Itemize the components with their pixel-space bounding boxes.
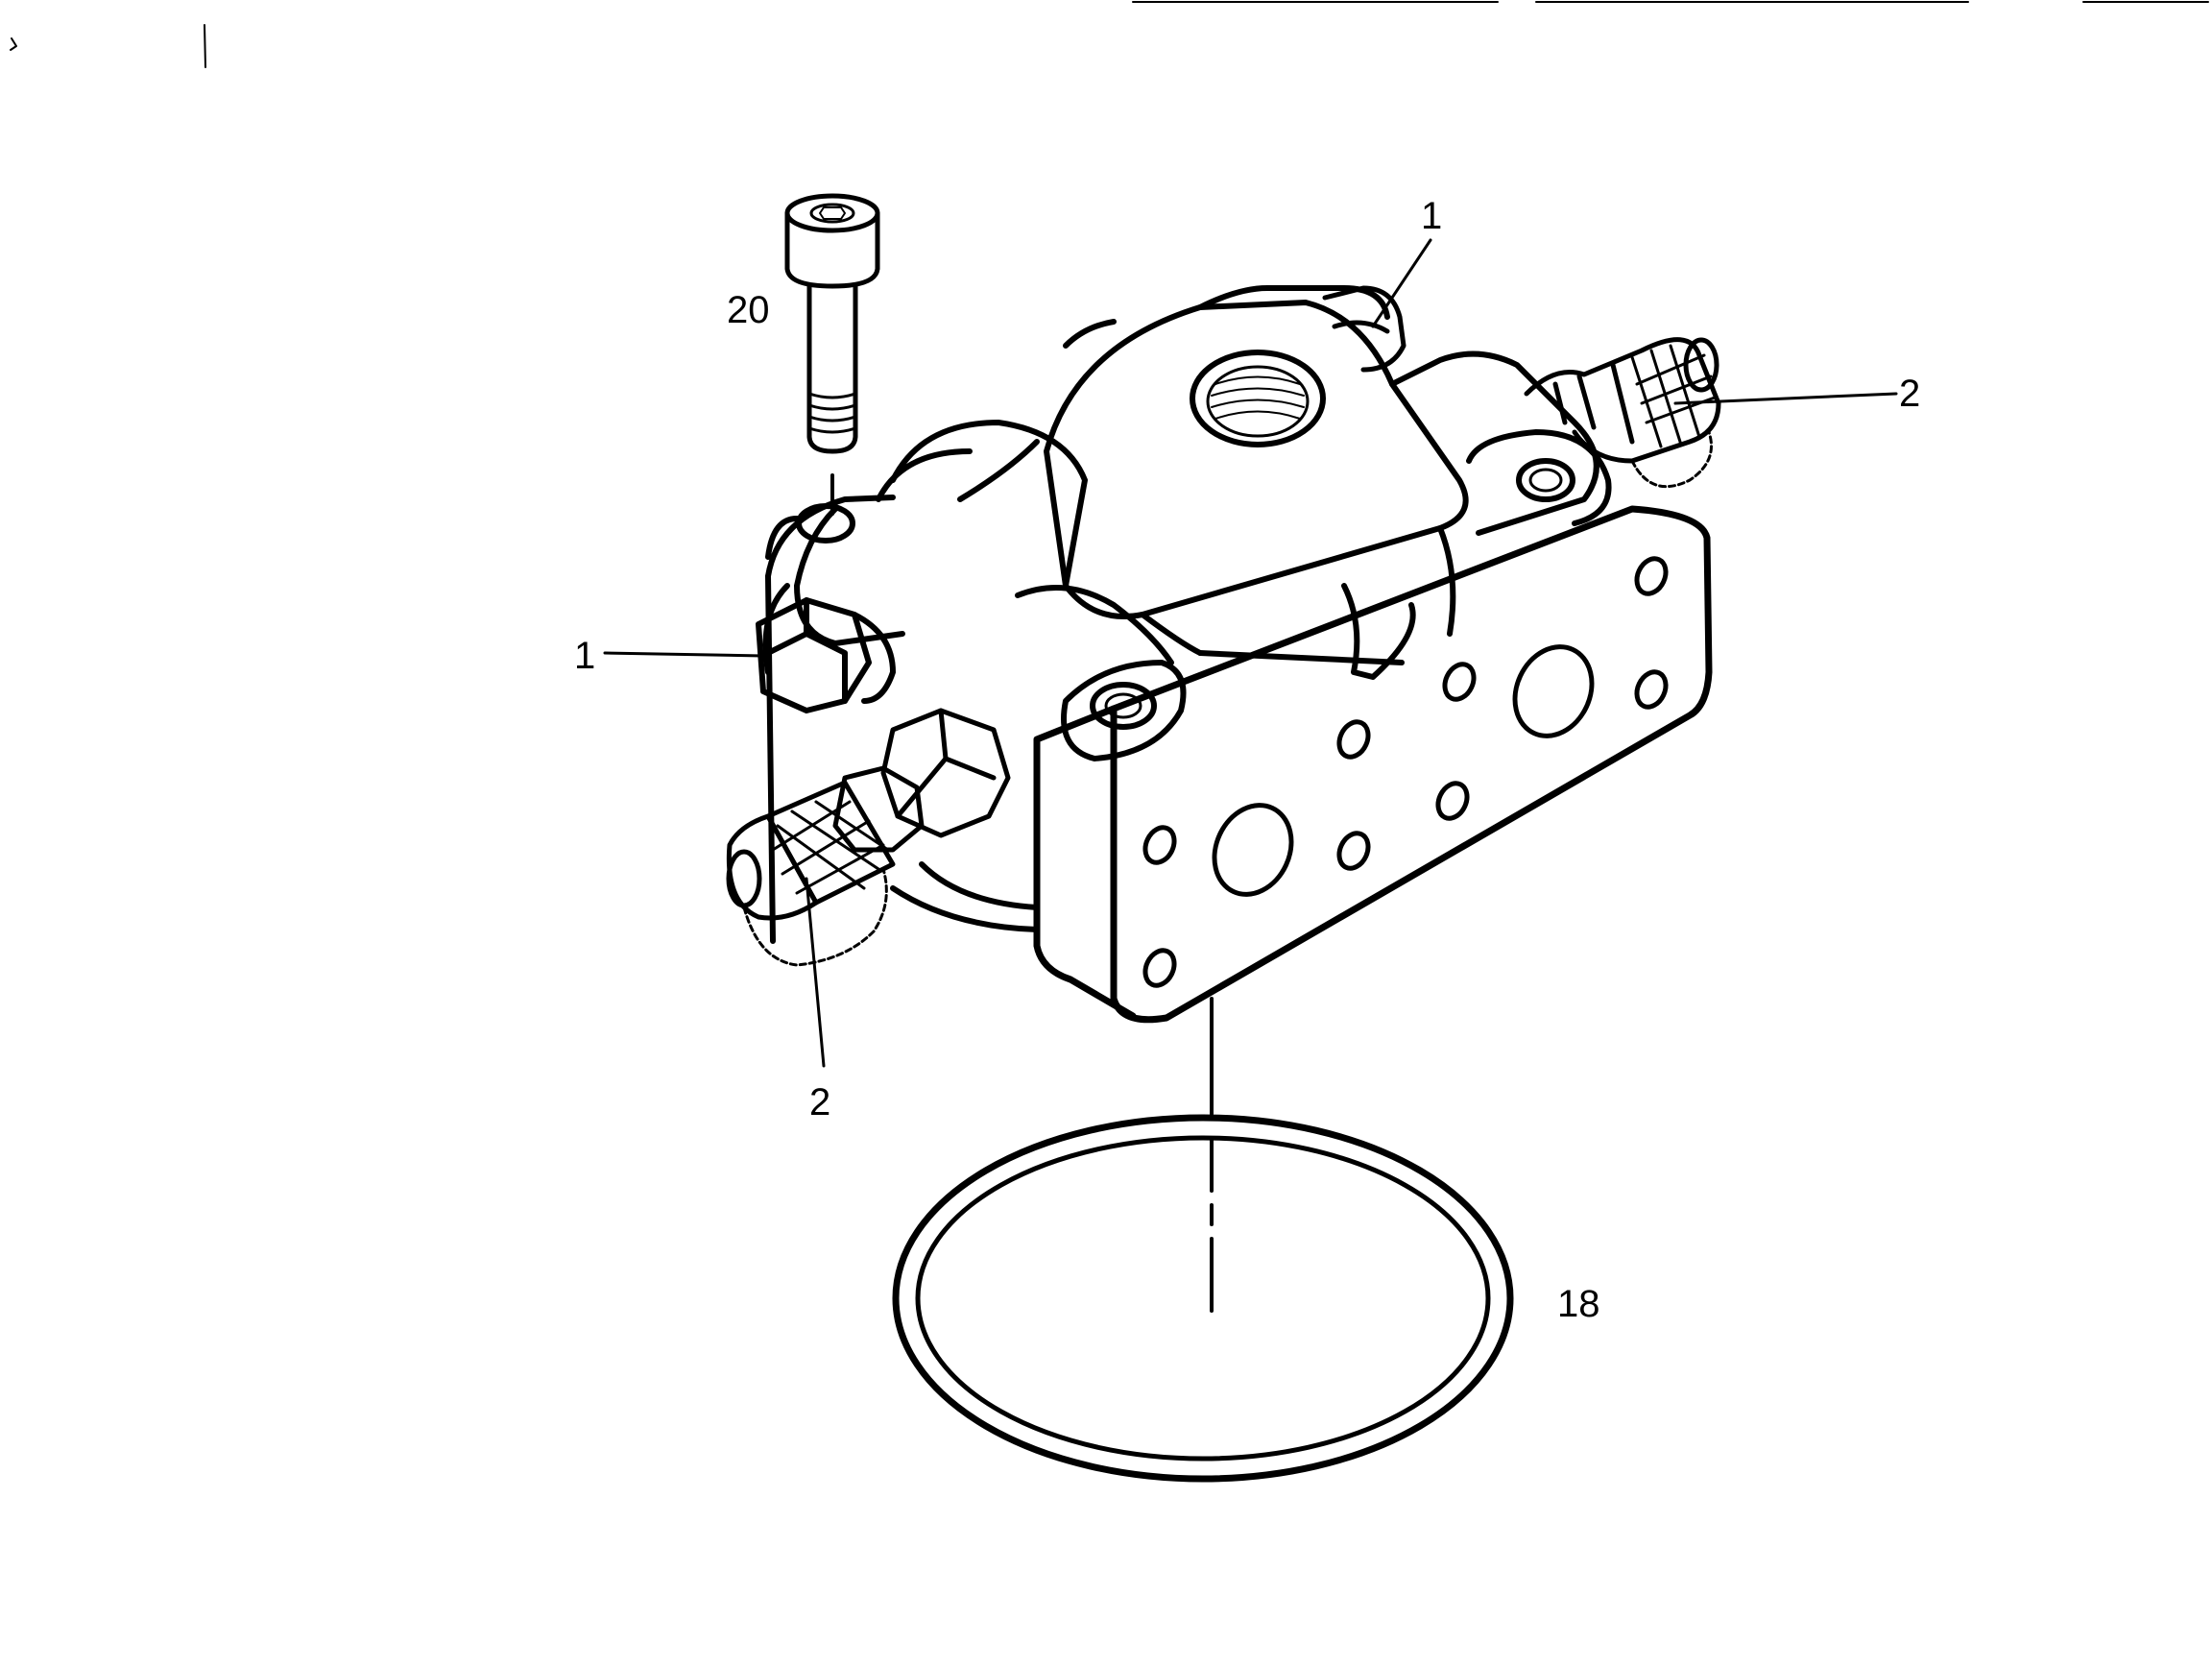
callout-label-seal-ring: 18 (1557, 1283, 1600, 1325)
callout-label-coupler-right: 2 (1899, 373, 1921, 415)
left-cylinder-housing (762, 420, 1088, 675)
scan-border-marks (10, 1, 2209, 68)
quick-coupler-left (726, 708, 1011, 967)
callout-label-coupler-bottom: 2 (809, 1081, 831, 1123)
callout-label-bolt: 20 (727, 289, 770, 331)
o-ring-seal (892, 1114, 1514, 1483)
callout-label-relief-valve-left: 1 (574, 635, 596, 677)
socket-head-bolt (784, 193, 880, 516)
relief-valve-plug-top (1322, 285, 1407, 373)
quick-coupler-right (1524, 337, 1721, 489)
callout-label-relief-valve-top: 1 (1421, 195, 1443, 237)
relief-valve-plug-left (756, 597, 896, 713)
valve-body (765, 285, 1713, 1024)
callout-leader-lines (603, 238, 1898, 1068)
front-face-ports (1142, 556, 1669, 988)
